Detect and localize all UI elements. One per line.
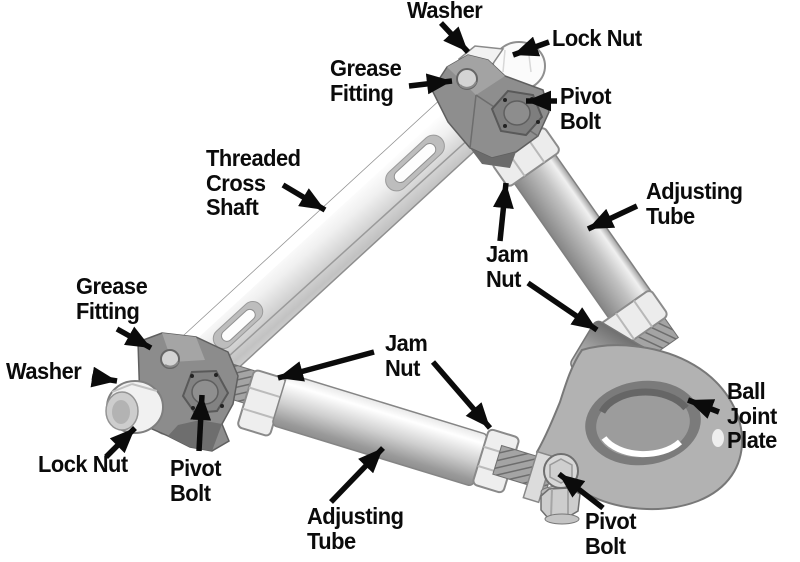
arrow-grease-fitting-top — [408, 73, 453, 95]
label-line: Jam — [486, 241, 529, 267]
label-grease-fitting-top: Grease Fitting — [330, 55, 402, 106]
arrow-threaded-cross-shaft — [281, 182, 327, 213]
label-line: Plate — [727, 427, 777, 453]
arrow-washer-left — [90, 366, 118, 388]
label-pivot-bolt-lower: Pivot Bolt — [585, 508, 637, 559]
label-line: Cross — [206, 169, 266, 196]
arrow-jam-nut-lower-b — [430, 360, 493, 430]
label-adjusting-tube-lower: Adjusting Tube — [307, 503, 404, 554]
label-grease-fitting-left: Grease Fitting — [76, 273, 148, 324]
arrow-lock-nut-top — [512, 36, 550, 58]
label-washer-left: Washer — [6, 358, 82, 384]
left-pivot-joint-drawing — [105, 332, 239, 452]
label-line: Threaded — [206, 145, 301, 171]
label-line: Pivot — [585, 508, 637, 534]
label-ball-joint-plate: Ball Joint Plate — [727, 379, 777, 453]
arrow-pivot-bolt-left — [190, 394, 212, 452]
arrow-jam-nut-upper-a — [493, 182, 514, 242]
label-line: Bolt — [585, 532, 626, 559]
label-adjusting-tube-upper: Adjusting Tube — [646, 178, 743, 229]
label-line: Grease — [330, 55, 402, 81]
lower-adjusting-tube-drawing — [203, 357, 582, 525]
label-line: Jam — [385, 330, 428, 356]
top-grease-fitting-drawing — [456, 68, 478, 90]
arrow-grease-fitting-left — [115, 326, 153, 351]
label-lock-nut-top: Lock Nut — [552, 26, 642, 51]
label-line: Shaft — [206, 194, 259, 220]
label-line: Adjusting — [307, 503, 404, 529]
callout-arrows — [90, 21, 720, 511]
arrow-pivot-bolt-lower — [557, 471, 605, 511]
label-threaded-cross-shaft: Threaded Cross Shaft — [206, 146, 301, 220]
label-jam-nut-lower: Jam Nut — [385, 330, 428, 381]
arrow-adjusting-tube-upper — [586, 203, 639, 232]
arrow-ball-joint-plate — [687, 397, 720, 419]
shaft-slot-lower — [212, 300, 264, 350]
label-line: Nut — [486, 265, 521, 292]
label-lock-nut-left: Lock Nut — [38, 452, 128, 477]
label-pivot-bolt-top: Pivot Bolt — [560, 83, 612, 134]
arrow-adjusting-tube-lower — [329, 446, 385, 504]
label-line: Lock Nut — [552, 25, 642, 51]
label-line: Adjusting — [646, 178, 743, 204]
label-line: Pivot — [170, 455, 222, 481]
ball-joint-plate-drawing — [535, 344, 744, 510]
label-line: Joint — [727, 402, 777, 429]
arrow-lock-nut-left — [104, 426, 137, 459]
arrow-jam-nut-upper-b — [526, 280, 599, 333]
label-jam-nut-upper: Jam Nut — [486, 241, 529, 292]
label-line: Tube — [646, 202, 695, 229]
label-pivot-bolt-left: Pivot Bolt — [170, 455, 222, 506]
left-grease-fitting-drawing — [160, 349, 180, 369]
label-line: Tube — [307, 527, 356, 554]
label-line: Bolt — [170, 479, 211, 506]
label-line: Fitting — [76, 297, 140, 324]
arrow-washer-top — [438, 21, 471, 54]
shaft-slot-upper — [385, 134, 445, 192]
label-line: Pivot — [560, 83, 612, 109]
label-line: Ball — [727, 378, 766, 404]
label-line: Washer — [6, 358, 82, 384]
label-washer-top: Washer — [407, 0, 483, 23]
label-line: Bolt — [560, 107, 601, 134]
label-line: Fitting — [330, 79, 394, 106]
label-line: Washer — [407, 0, 483, 23]
left-lock-nut-drawing — [105, 380, 164, 434]
label-line: Grease — [76, 273, 148, 299]
arrow-jam-nut-lower-a — [277, 349, 375, 382]
label-line: Lock Nut — [38, 451, 128, 477]
label-line: Nut — [385, 354, 420, 381]
threaded-cross-shaft-drawing — [164, 90, 494, 397]
